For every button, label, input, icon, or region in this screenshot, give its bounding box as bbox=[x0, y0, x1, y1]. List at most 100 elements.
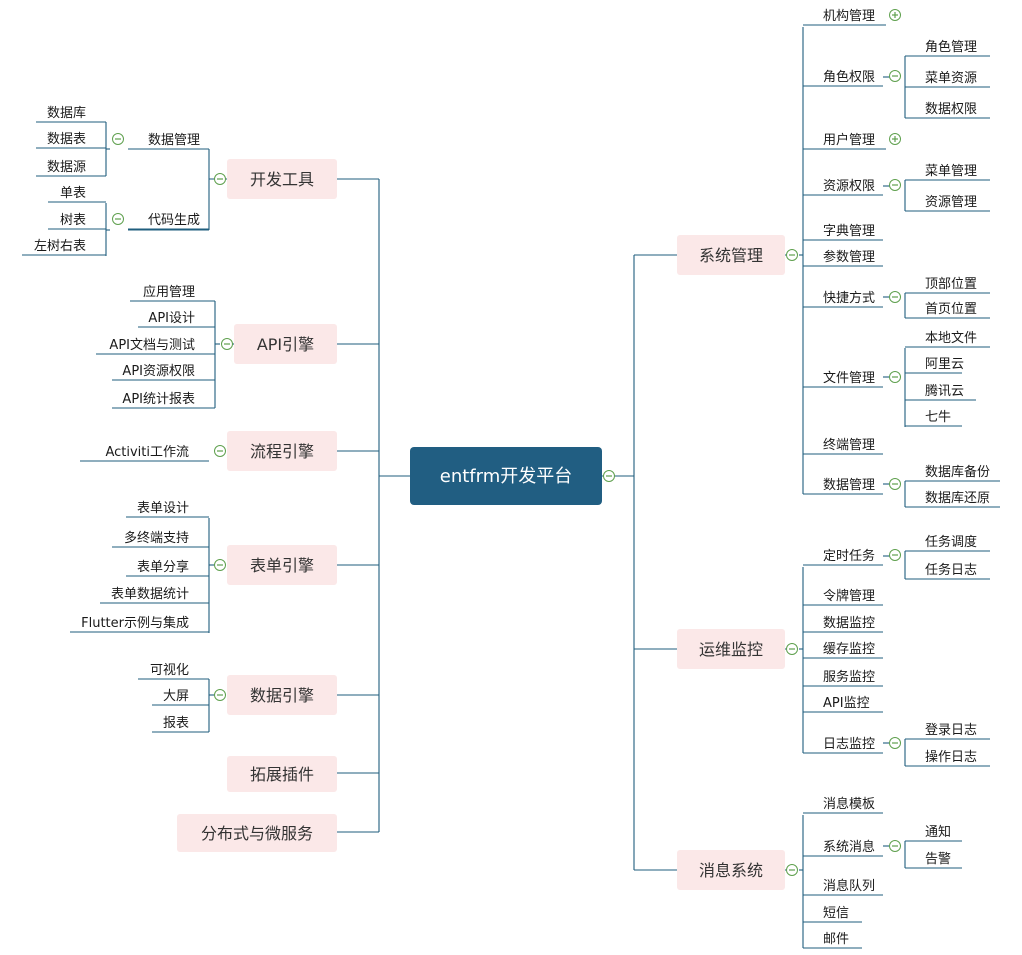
sub-topic[interactable]: API统计报表 bbox=[112, 392, 215, 409]
collapse-toggle-icon[interactable] bbox=[112, 213, 124, 225]
sub-topic[interactable]: 表单设计 bbox=[126, 501, 209, 518]
collapse-toggle-icon[interactable] bbox=[603, 470, 615, 482]
expand-toggle-icon[interactable] bbox=[889, 133, 901, 145]
sub-topic[interactable]: 操作日志 bbox=[905, 749, 990, 767]
sub-topic[interactable]: 顶部位置 bbox=[905, 277, 990, 294]
expand-toggle-icon[interactable] bbox=[889, 9, 901, 21]
sub-topic[interactable]: 表单数据统计 bbox=[100, 587, 209, 604]
sub-topic[interactable]: 短信 bbox=[803, 906, 862, 923]
collapse-toggle-icon[interactable] bbox=[889, 478, 901, 490]
collapse-toggle-icon[interactable] bbox=[214, 559, 226, 571]
collapse-toggle-icon[interactable] bbox=[221, 338, 233, 350]
sub-topic[interactable]: 终端管理 bbox=[803, 437, 883, 455]
sub-topic[interactable]: 角色管理 bbox=[905, 39, 990, 57]
sub-topic[interactable]: 菜单资源 bbox=[905, 71, 990, 88]
sub-topic[interactable]: API设计 bbox=[138, 311, 215, 328]
sub-topic[interactable]: 任务日志 bbox=[905, 562, 990, 580]
collapse-toggle-icon[interactable] bbox=[889, 179, 901, 191]
sub-topic[interactable]: 数据管理 bbox=[128, 133, 209, 150]
main-topic[interactable]: API引擎 bbox=[234, 324, 337, 364]
collapse-toggle-icon[interactable] bbox=[214, 689, 226, 701]
sub-topic[interactable]: 资源权限 bbox=[803, 178, 883, 196]
sub-topic[interactable]: 应用管理 bbox=[130, 284, 215, 302]
sub-topic[interactable]: 告警 bbox=[905, 851, 962, 869]
sub-topic[interactable]: 本地文件 bbox=[905, 331, 990, 348]
sub-topic[interactable]: 七牛 bbox=[905, 410, 962, 427]
sub-topic[interactable]: 代码生成 bbox=[128, 213, 209, 230]
root-topic[interactable]: entfrm开发平台 bbox=[410, 447, 602, 505]
sub-topic[interactable]: 数据权限 bbox=[905, 101, 990, 119]
sub-topic[interactable]: 任务调度 bbox=[905, 534, 990, 552]
main-topic[interactable]: 消息系统 bbox=[677, 850, 785, 890]
main-topic[interactable]: 分布式与微服务 bbox=[177, 814, 337, 852]
sub-topic[interactable]: 首页位置 bbox=[905, 302, 990, 319]
sub-topic[interactable]: 资源管理 bbox=[905, 195, 990, 212]
sub-topic[interactable]: 数据表 bbox=[36, 132, 106, 149]
main-topic[interactable]: 拓展插件 bbox=[227, 756, 337, 792]
collapse-toggle-icon[interactable] bbox=[214, 445, 226, 457]
sub-topic[interactable]: 阿里云 bbox=[905, 357, 964, 374]
main-topic[interactable]: 系统管理 bbox=[677, 235, 785, 275]
collapse-toggle-icon[interactable] bbox=[889, 70, 901, 82]
sub-topic[interactable]: 树表 bbox=[48, 213, 106, 230]
sub-topic[interactable]: 表单分享 bbox=[126, 559, 209, 577]
main-topic[interactable]: 运维监控 bbox=[677, 629, 785, 669]
collapse-toggle-icon[interactable] bbox=[214, 173, 226, 185]
sub-topic[interactable]: 左树右表 bbox=[22, 239, 106, 256]
sub-topic[interactable]: 邮件 bbox=[803, 932, 862, 949]
sub-topic[interactable]: 消息模板 bbox=[803, 796, 883, 814]
sub-topic[interactable]: 参数管理 bbox=[803, 249, 883, 267]
sub-topic[interactable]: 日志监控 bbox=[803, 737, 883, 754]
sub-topic-label: 消息队列 bbox=[823, 878, 875, 894]
sub-topic-label: 左树右表 bbox=[34, 239, 86, 254]
sub-topic[interactable]: 字典管理 bbox=[803, 224, 883, 241]
sub-topic[interactable]: 定时任务 bbox=[803, 548, 883, 566]
sub-topic[interactable]: 机构管理 bbox=[803, 9, 886, 26]
collapse-toggle-icon[interactable] bbox=[889, 737, 901, 749]
sub-topic[interactable]: 缓存监控 bbox=[803, 642, 883, 659]
sub-topic[interactable]: API文档与测试 bbox=[96, 338, 215, 355]
main-topic[interactable]: 表单引擎 bbox=[227, 545, 337, 585]
collapse-toggle-icon[interactable] bbox=[786, 249, 798, 261]
sub-topic[interactable]: 可视化 bbox=[138, 663, 209, 680]
sub-topic[interactable]: 腾讯云 bbox=[905, 383, 976, 401]
sub-topic-label: 数据库还原 bbox=[925, 490, 990, 506]
main-topic[interactable]: 开发工具 bbox=[227, 159, 337, 199]
sub-topic[interactable]: 服务监控 bbox=[803, 669, 883, 687]
sub-topic[interactable]: 令牌管理 bbox=[803, 588, 883, 606]
sub-topic[interactable]: 数据库还原 bbox=[905, 490, 1000, 508]
sub-topic[interactable]: 菜单管理 bbox=[905, 164, 990, 181]
sub-topic[interactable]: 登录日志 bbox=[905, 723, 990, 740]
sub-topic[interactable]: 数据监控 bbox=[803, 616, 883, 633]
sub-topic[interactable]: API监控 bbox=[803, 696, 883, 713]
sub-topic[interactable]: 系统消息 bbox=[803, 839, 883, 857]
sub-topic[interactable]: 单表 bbox=[48, 186, 106, 203]
main-topic[interactable]: 数据引擎 bbox=[227, 675, 337, 715]
main-topic[interactable]: 流程引擎 bbox=[227, 431, 337, 471]
collapse-toggle-icon[interactable] bbox=[112, 133, 124, 145]
sub-topic-label: 数据源 bbox=[47, 160, 86, 175]
sub-topic[interactable]: 数据库 bbox=[36, 105, 106, 123]
sub-topic-label: 代码生成 bbox=[148, 213, 200, 228]
sub-topic[interactable]: 用户管理 bbox=[803, 132, 886, 150]
collapse-toggle-icon[interactable] bbox=[889, 549, 901, 561]
sub-topic[interactable]: 通知 bbox=[905, 824, 962, 842]
sub-topic[interactable]: 数据库备份 bbox=[905, 464, 1000, 482]
collapse-toggle-icon[interactable] bbox=[889, 840, 901, 852]
collapse-toggle-icon[interactable] bbox=[786, 864, 798, 876]
sub-topic[interactable]: Flutter示例与集成 bbox=[70, 615, 209, 633]
sub-topic[interactable]: 报表 bbox=[152, 716, 209, 733]
sub-topic[interactable]: 大屏 bbox=[152, 689, 209, 706]
collapse-toggle-icon[interactable] bbox=[786, 643, 798, 655]
sub-topic[interactable]: 数据管理 bbox=[803, 478, 883, 495]
collapse-toggle-icon[interactable] bbox=[889, 291, 901, 303]
sub-topic[interactable]: 角色权限 bbox=[803, 69, 883, 87]
sub-topic[interactable]: API资源权限 bbox=[112, 363, 215, 381]
collapse-toggle-icon[interactable] bbox=[889, 371, 901, 383]
sub-topic[interactable]: 文件管理 bbox=[803, 371, 883, 388]
sub-topic[interactable]: 数据源 bbox=[36, 160, 106, 177]
sub-topic[interactable]: 消息队列 bbox=[803, 878, 883, 896]
sub-topic[interactable]: Activiti工作流 bbox=[80, 445, 209, 462]
sub-topic[interactable]: 快捷方式 bbox=[803, 290, 883, 308]
sub-topic[interactable]: 多终端支持 bbox=[112, 530, 209, 548]
